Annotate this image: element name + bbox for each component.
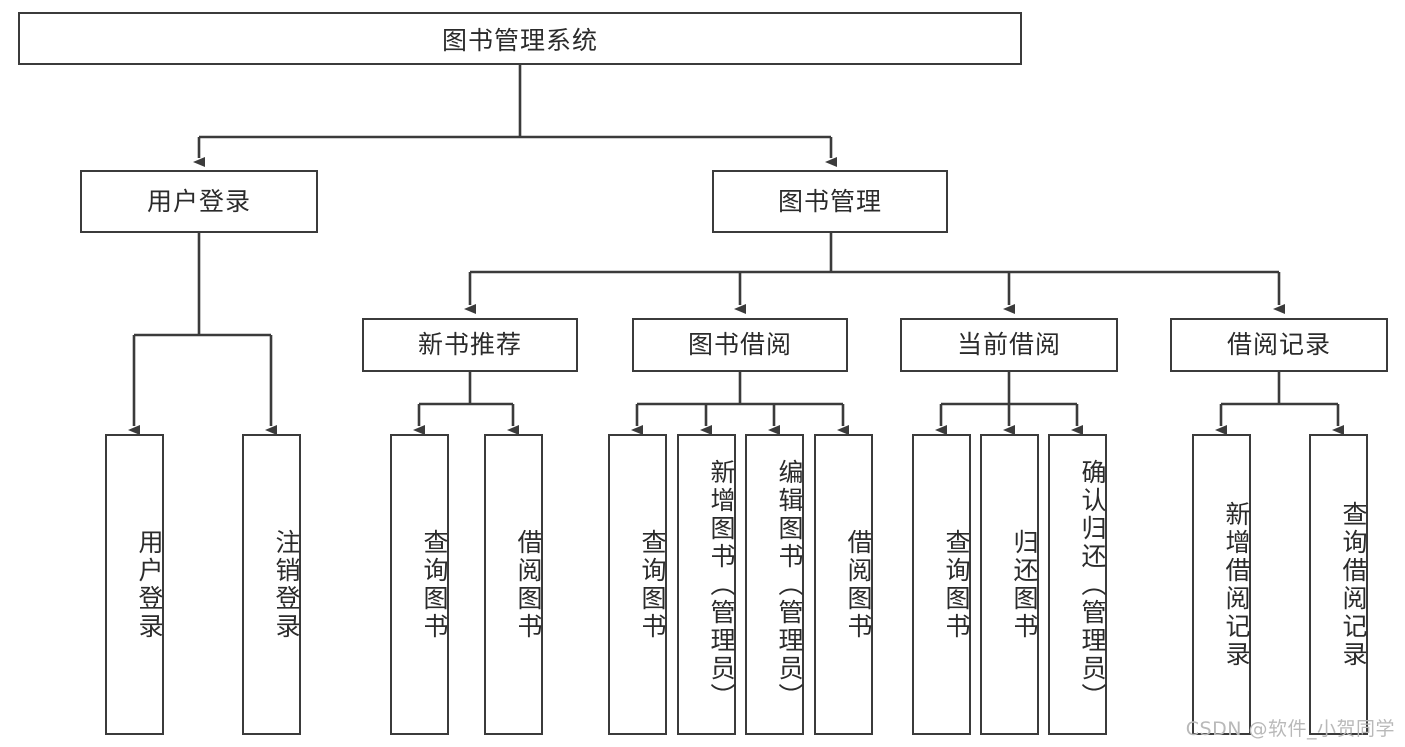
leaf-label: 归还图书 xyxy=(1010,528,1039,641)
leaf-current-return-book[interactable]: 归还图书 xyxy=(980,434,1039,735)
leaf-new-book-query[interactable]: 查询图书 xyxy=(390,434,449,735)
leaf-label: 查询图书 xyxy=(420,528,449,641)
node-borrow-record[interactable]: 借阅记录 xyxy=(1170,318,1388,372)
leaf-borrow-borrow-book[interactable]: 借阅图书 xyxy=(814,434,873,735)
leaf-new-book-borrow[interactable]: 借阅图书 xyxy=(484,434,543,735)
leaf-label: 新增借阅记录 xyxy=(1222,500,1251,669)
leaf-borrow-query-book[interactable]: 查询图书 xyxy=(608,434,667,735)
leaf-label: 确认归还（管理员） xyxy=(1078,458,1107,711)
leaf-label: 借阅图书 xyxy=(514,528,543,641)
leaf-user-login-logout[interactable]: 注销登录 xyxy=(242,434,301,735)
leaf-label: 查询图书 xyxy=(942,528,971,641)
node-root-system[interactable]: 图书管理系统 xyxy=(18,12,1022,65)
csdn-watermark: CSDN @软件_小贺同学 xyxy=(1185,718,1395,740)
leaf-label: 编辑图书（管理员） xyxy=(775,458,804,711)
node-new-book-recommend-label: 新书推荐 xyxy=(417,330,522,359)
node-current-borrow[interactable]: 当前借阅 xyxy=(900,318,1118,372)
node-user-login[interactable]: 用户登录 xyxy=(80,170,318,233)
node-current-borrow-label: 当前借阅 xyxy=(956,330,1061,359)
node-user-login-label: 用户登录 xyxy=(146,186,251,216)
node-root-label: 图书管理系统 xyxy=(441,25,598,55)
leaf-label: 查询借阅记录 xyxy=(1339,500,1368,669)
leaf-label: 注销登录 xyxy=(272,528,301,641)
node-book-borrow[interactable]: 图书借阅 xyxy=(632,318,848,372)
node-new-book-recommend[interactable]: 新书推荐 xyxy=(362,318,578,372)
leaf-label: 新增图书（管理员） xyxy=(707,458,736,711)
leaf-record-query-record[interactable]: 查询借阅记录 xyxy=(1309,434,1368,735)
leaf-label: 用户登录 xyxy=(135,528,164,641)
leaf-current-query-book[interactable]: 查询图书 xyxy=(912,434,971,735)
leaf-borrow-add-book-admin[interactable]: 新增图书（管理员） xyxy=(677,434,736,735)
leaf-label: 查询图书 xyxy=(638,528,667,641)
leaf-label: 借阅图书 xyxy=(844,528,873,641)
leaf-current-confirm-return-admin[interactable]: 确认归还（管理员） xyxy=(1048,434,1107,735)
leaf-user-login-login[interactable]: 用户登录 xyxy=(105,434,164,735)
node-book-management-label: 图书管理 xyxy=(777,186,882,216)
node-book-management[interactable]: 图书管理 xyxy=(712,170,948,233)
leaf-borrow-edit-book-admin[interactable]: 编辑图书（管理员） xyxy=(745,434,804,735)
node-book-borrow-label: 图书借阅 xyxy=(687,330,792,359)
node-borrow-record-label: 借阅记录 xyxy=(1226,330,1331,359)
leaf-record-add-record[interactable]: 新增借阅记录 xyxy=(1192,434,1251,735)
